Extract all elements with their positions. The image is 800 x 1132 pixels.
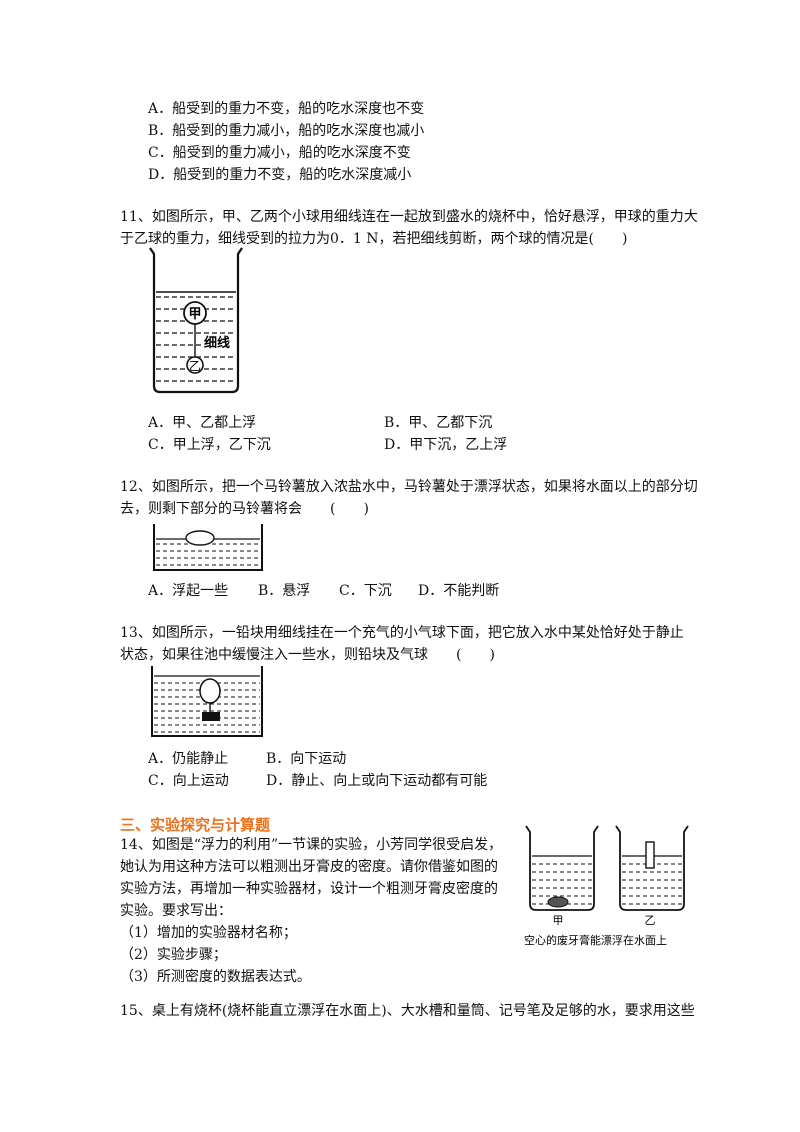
- q10-option-c: C．船受到的重力减小，船的吃水深度不变: [148, 145, 411, 161]
- balloon: [199, 678, 221, 704]
- q11-option-a: A．甲、乙都上浮: [148, 415, 257, 431]
- q12-stem-line1: 12、如图所示，把一个马铃薯放入浓盐水中，马铃薯处于漂浮状态，如果将水面以上的部…: [120, 479, 698, 495]
- q12-option-a: A．浮起一些: [148, 583, 229, 599]
- q12-option-d: D．不能判断: [418, 583, 500, 599]
- potato: [185, 530, 215, 546]
- fig-label-yi: 乙: [645, 914, 656, 927]
- q11-stem-line1: 11、如图所示，甲、乙两个小球用细线连在一起放到盛水的烧杯中，恰好悬浮，甲球的重…: [120, 209, 698, 225]
- ball-jia-label: 甲: [188, 307, 201, 322]
- q13-stem-line1: 13、如图所示，一铅块用细线挂在一个充气的小气球下面，把它放入水中某处恰好处于静…: [120, 625, 684, 641]
- q11-option-d: D．甲下沉，乙上浮: [384, 437, 508, 453]
- fig-label-jia: 甲: [553, 914, 564, 927]
- q13-tank-figure: [151, 666, 263, 737]
- q15-line1: 15、桌上有烧杯(烧杯能直立漂浮在水面上)、大水槽和量筒、记号笔及足够的水，要求…: [120, 1003, 695, 1019]
- string-label: 细线: [204, 335, 230, 351]
- fig-caption: 空心的废牙膏能漂浮在水面上: [524, 933, 667, 947]
- q13-option-b: B．向下运动: [266, 751, 347, 767]
- q12-option-b: B．悬浮: [258, 583, 311, 599]
- q14-line6: （2）实验步骤；: [120, 947, 227, 963]
- q11-beaker-figure: 甲 细线 乙: [149, 247, 243, 394]
- q10-option-b: B．船受到的重力减小，船的吃水深度也减小: [148, 123, 425, 139]
- q14-line1: 14、如图是“浮力的利用”一节课的实验，小芳同学很受启发，: [120, 837, 503, 853]
- q10-option-d: D．船受到的重力不变，船的吃水深度减小: [148, 167, 412, 183]
- q14-toothpaste-figure: 甲 乙 空心的废牙膏能漂浮在水面上: [524, 825, 689, 947]
- q10-option-a: A．船受到的重力不变，船的吃水深度也不变: [148, 101, 425, 117]
- q13-option-a: A．仍能静止: [148, 751, 229, 767]
- ball-yi-label: 乙: [189, 359, 201, 373]
- lead-block: [202, 712, 220, 721]
- q14-line7: （3）所测密度的数据表达式。: [120, 969, 311, 985]
- q13-option-c: C．向上运动: [148, 773, 229, 789]
- q11-stem-line2: 于乙球的重力，细线受到的拉力为0．1 N，若把细线剪断，两个球的情况是( ): [120, 231, 628, 247]
- q12-option-c: C．下沉: [339, 583, 392, 599]
- q14-line2: 她认为用这种方法可以粗测出牙膏皮的密度。请你借鉴如图的: [120, 859, 498, 875]
- floating-tube: [645, 841, 655, 869]
- q11-option-b: B．甲、乙都下沉: [384, 415, 493, 431]
- q12-stem-line2: 去，则剩下部分的马铃薯将会 ( ): [120, 501, 369, 517]
- q12-tank-figure: [153, 524, 263, 571]
- q14-line3: 实验方法，再增加一种实验器材，设计一个粗测牙膏皮密度的: [120, 881, 498, 897]
- q13-option-d: D．静止、向上或向下运动都有可能: [266, 773, 488, 789]
- q14-line5: （1）增加的实验器材名称；: [120, 925, 297, 941]
- section-title: 三、实验探究与计算题: [120, 816, 271, 834]
- crumpled-tube: [547, 896, 569, 908]
- q11-option-c: C．甲上浮，乙下沉: [148, 437, 271, 453]
- ball-yi: [186, 356, 204, 374]
- q13-stem-line2: 状态，如果往池中缓慢注入一些水，则铅块及气球 ( ): [120, 647, 495, 663]
- q14-line4: 实验。要求写出：: [120, 903, 232, 919]
